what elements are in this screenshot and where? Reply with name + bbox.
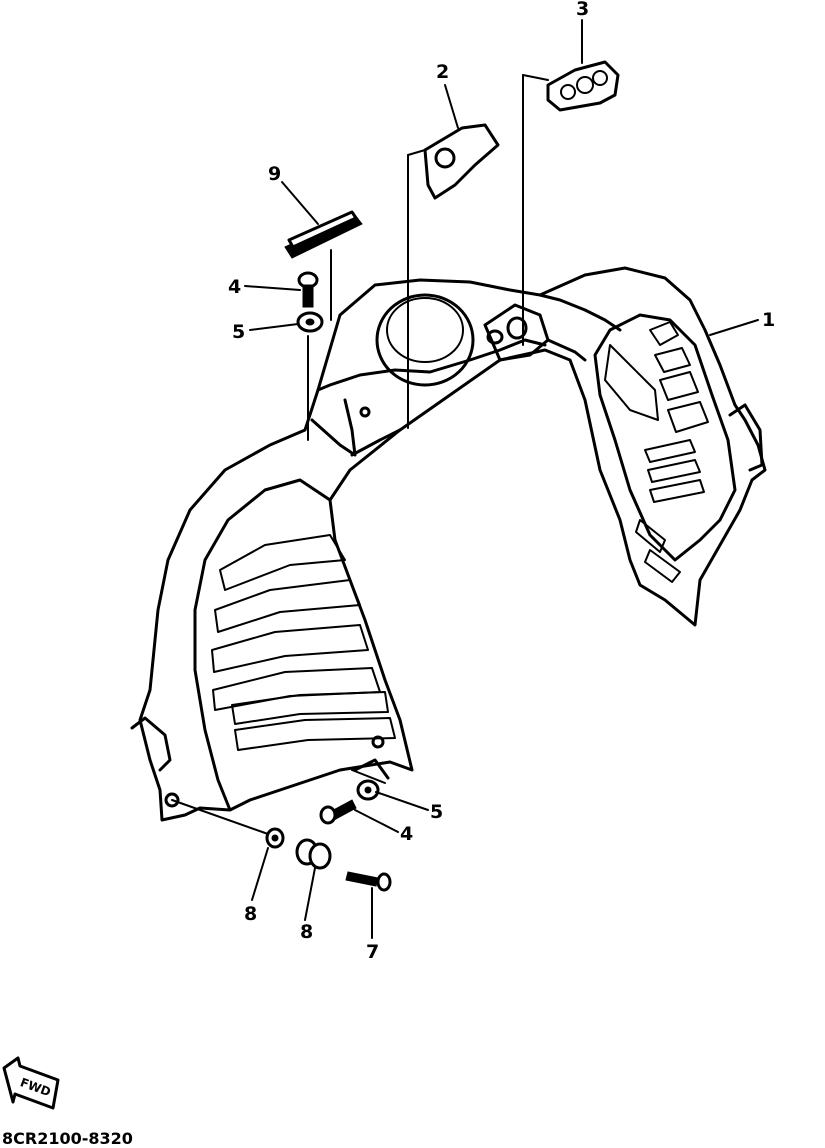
collar-part-5-top xyxy=(296,311,324,333)
callout-5-bottom: 5 xyxy=(430,801,443,823)
callout-1: 1 xyxy=(762,309,775,331)
inner-fender-part-1 xyxy=(130,266,767,822)
grommet-part-8-left xyxy=(265,827,285,849)
grommet-part-8-right xyxy=(295,838,332,870)
callout-8-right: 8 xyxy=(300,921,313,943)
cover-plate-part-3 xyxy=(546,60,620,112)
strip-part-9 xyxy=(284,210,363,259)
forward-arrow-icon: FWD xyxy=(2,1056,60,1110)
callout-2: 2 xyxy=(436,61,449,83)
callout-5-top: 5 xyxy=(232,321,245,343)
callout-3: 3 xyxy=(576,0,589,20)
drawing-code: 8CR2100-8320 xyxy=(2,1129,133,1148)
callout-4-top: 4 xyxy=(228,276,241,298)
bolt-part-7 xyxy=(345,871,392,892)
collar-part-5-bottom xyxy=(356,779,380,801)
bracket-plate-part-2 xyxy=(423,123,500,200)
callout-9: 9 xyxy=(268,163,281,185)
callout-8-left: 8 xyxy=(244,903,257,925)
callout-4-bottom: 4 xyxy=(400,823,413,845)
leader-lines xyxy=(171,19,759,939)
screw-part-4-top xyxy=(297,271,319,308)
callout-7: 7 xyxy=(366,941,379,963)
screw-part-4-bottom xyxy=(319,799,357,825)
